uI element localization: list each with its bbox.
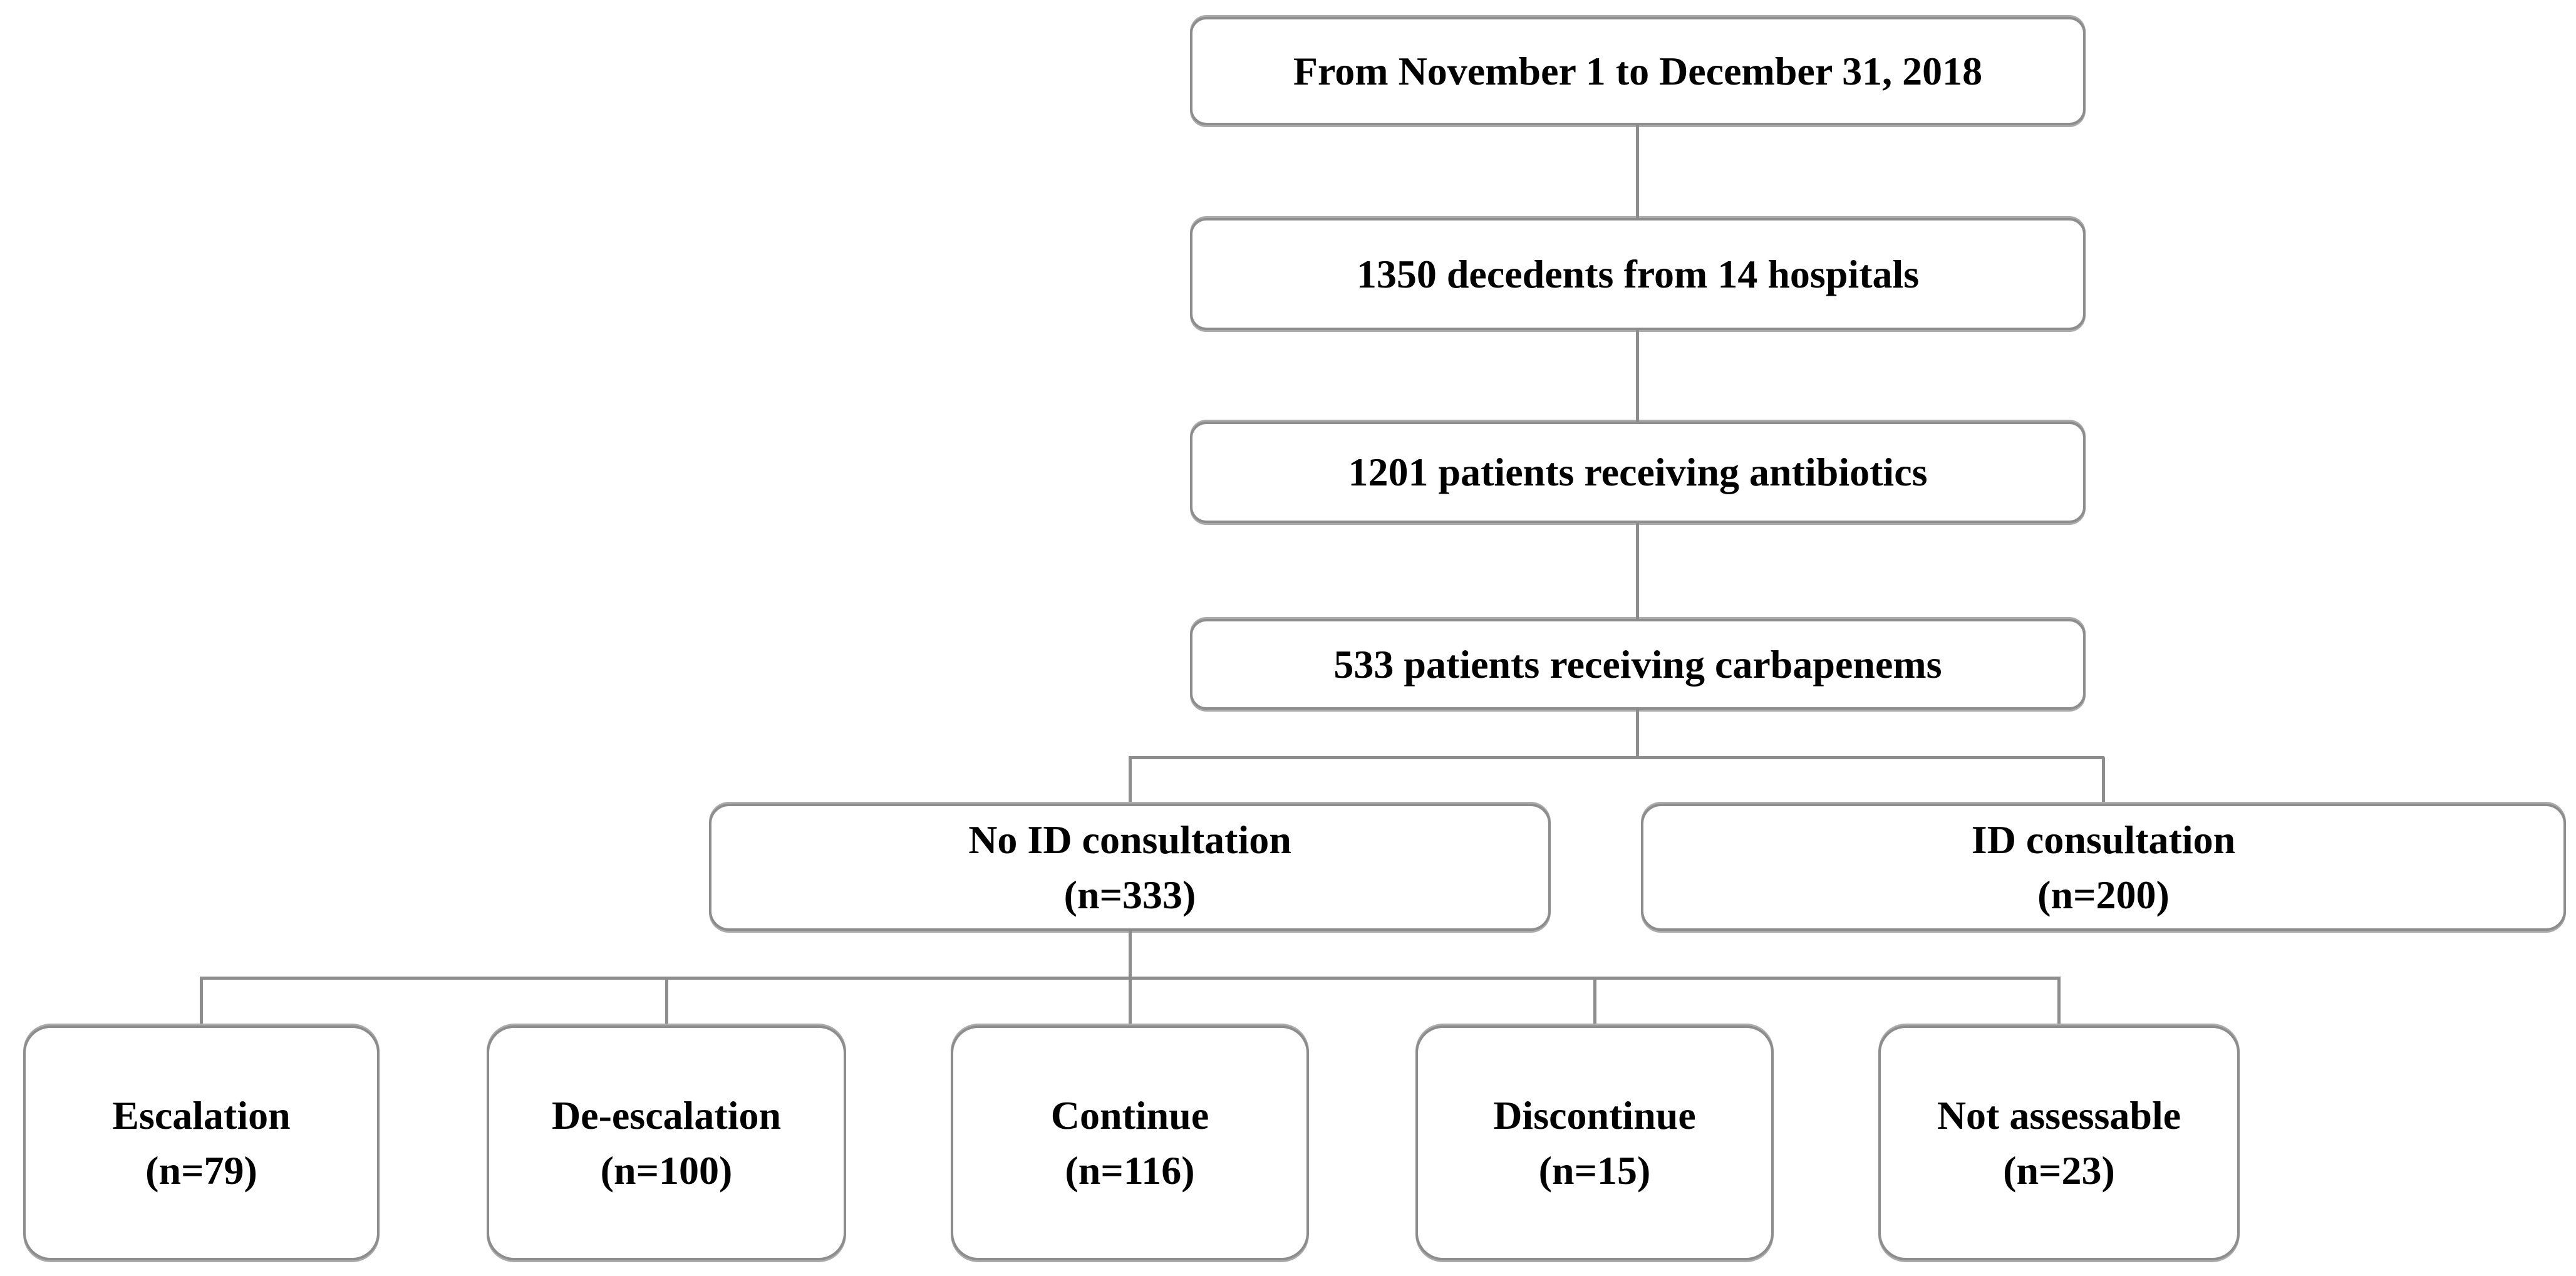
flow-box-study-period: From November 1 to December 31, 2018 [1190, 17, 2086, 125]
escalation-label: Escalation [112, 1092, 291, 1138]
escalation-count: (n=79) [145, 1148, 257, 1193]
decedents-label: 1350 decedents from 14 hospitals [1356, 251, 1920, 296]
connector-drop-escalation [200, 978, 203, 1028]
connector-carbapenems-stem [1636, 708, 1639, 759]
discontinue-label: Discontinue [1493, 1092, 1696, 1138]
connector-drop-not-assessable [2057, 978, 2061, 1028]
flow-box-discontinue: Discontinue (n=15) [1415, 1025, 1774, 1260]
id-consultation-label: ID consultation [1971, 817, 2236, 862]
antibiotics-label: 1201 patients receiving antibiotics [1348, 450, 1928, 494]
flow-box-no-id-consultation: No ID consultation (n=333) [709, 804, 1551, 931]
connector-consultation-crossbar [1129, 756, 2104, 759]
connector-decedents-to-antibiotics [1636, 329, 1639, 423]
no-id-consultation-label: No ID consultation [968, 817, 1291, 862]
study-period-label: From November 1 to December 31, 2018 [1293, 48, 1983, 93]
de-escalation-label: De-escalation [551, 1092, 782, 1138]
id-consultation-count: (n=200) [2037, 872, 2170, 917]
flow-box-de-escalation: De-escalation (n=100) [487, 1025, 846, 1260]
connector-drop-no-id [1129, 757, 1132, 805]
connector-outcomes-crossbar [200, 977, 2061, 980]
discontinue-count: (n=15) [1538, 1148, 1651, 1193]
flow-box-carbapenems: 533 patients receiving carbapenems [1190, 619, 2086, 710]
not-assessable-count: (n=23) [2003, 1148, 2115, 1193]
no-id-consultation-count: (n=333) [1063, 872, 1196, 917]
flow-box-decedents: 1350 decedents from 14 hospitals [1190, 218, 2086, 330]
flow-box-not-assessable: Not assessable (n=23) [1878, 1025, 2240, 1260]
connector-antibiotics-to-carbapenems [1636, 522, 1639, 620]
connector-drop-de-escalation [665, 978, 668, 1028]
connector-period-to-decedents [1636, 124, 1639, 219]
continue-count: (n=116) [1065, 1148, 1195, 1193]
continue-label: Continue [1050, 1092, 1209, 1138]
connector-drop-id [2102, 757, 2105, 805]
flow-box-escalation: Escalation (n=79) [23, 1025, 380, 1260]
not-assessable-label: Not assessable [1937, 1092, 2181, 1138]
connector-drop-discontinue [1593, 978, 1596, 1028]
flow-box-continue: Continue (n=116) [951, 1025, 1309, 1260]
carbapenems-label: 533 patients receiving carbapenems [1333, 641, 1942, 687]
de-escalation-count: (n=100) [600, 1148, 733, 1193]
flow-box-id-consultation: ID consultation (n=200) [1641, 804, 2566, 931]
flow-box-antibiotics: 1201 patients receiving antibiotics [1190, 422, 2086, 523]
